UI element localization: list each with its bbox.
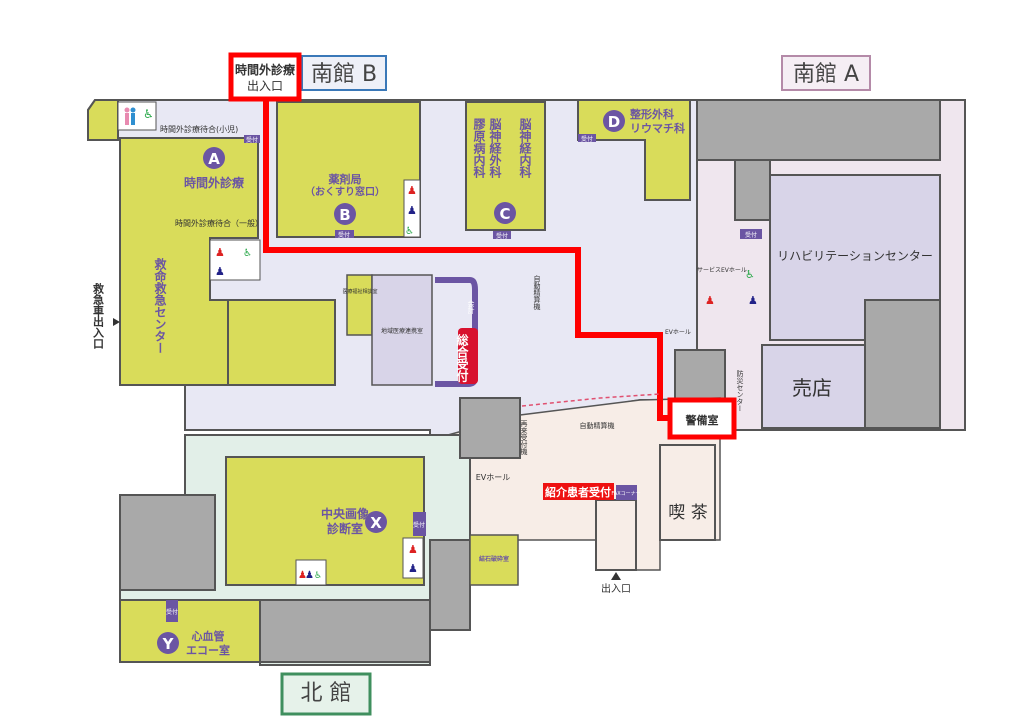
service-ev-label: サービスEVホール [697,266,747,274]
dept-d[interactable]: D 整形外科 リウマチ科 [603,107,685,135]
svg-text:♿: ♿ [243,248,252,259]
svg-text:リウマチ科: リウマチ科 [630,121,685,135]
reception-tags: 受付 受付 受付 受付 受付 受付 受付 [166,134,762,622]
svg-text:Y: Y [162,635,175,653]
cafe-label: 喫 茶 [668,503,707,523]
security-room-box[interactable] [667,397,737,440]
svg-text:薬剤局: 薬剤局 [329,172,362,186]
svg-text:受付: 受付 [745,231,757,239]
svg-text:♟: ♟ [215,265,225,278]
shop-label: 売店 [792,376,832,400]
security-room-label: 警備室 [685,413,719,427]
svg-text:♟: ♟ [407,204,417,217]
svg-text:♿: ♿ [143,107,154,121]
svg-text:受付: 受付 [338,231,350,239]
svg-text:♿: ♿ [405,226,414,237]
after-hours-entrance-label: 時間外診療 [235,62,295,77]
ev-hall2-label: EVホール [665,329,691,336]
svg-text:B: B [339,206,350,224]
north-label-box [280,672,372,716]
svg-text:♟: ♟ [748,294,758,307]
svg-text:A: A [208,150,220,168]
dept-a[interactable]: A 時間外診療 [184,147,244,190]
svg-text:♟: ♟ [305,570,314,581]
svg-text:C: C [499,205,510,223]
ambulance-entrance-label[interactable]: 救急車出入口 [92,282,105,350]
svg-text:受付: 受付 [581,135,593,143]
svg-text:時間外診療: 時間外診療 [184,175,244,190]
svg-text:X: X [370,514,382,532]
south-a-label-box [781,55,871,91]
dept-y-area [119,599,261,663]
svg-text:♟: ♟ [705,294,715,307]
disaster-center-label: 防災センター [736,369,744,412]
after-hours-entrance-label2: 出入口 [247,79,283,93]
waiting-general-label: 時間外診療待合（一般） [175,218,263,228]
svg-text:D: D [608,113,620,131]
dept-y[interactable]: Y 心血管 エコー室 [157,629,230,657]
svg-text:受付: 受付 [246,136,258,144]
route-line [263,98,672,421]
auto-reception-label: 再来受付機 [520,420,528,456]
dept-c[interactable]: 膠原病内科 脳神経外科 脳神経内科 C [472,117,532,224]
lithotripsy-label: 結石破砕室 [479,555,509,563]
svg-text:エコー室: エコー室 [186,643,230,657]
svg-text:脳神経外科: 脳神経外科 [488,117,502,179]
svg-text:膠原病内科: 膠原病内科 [472,118,486,179]
south-a-label: 南館 A [793,62,859,87]
svg-text:♟: ♟ [407,184,417,197]
ev-hall-label: EVホール [476,473,511,482]
dept-x[interactable]: 中央画像 診断室 X [321,506,387,536]
welfare-label: 医療福祉相談室 [342,288,377,295]
svg-text:中央画像: 中央画像 [321,506,370,521]
svg-text:心血管: 心血管 [192,629,225,643]
shop-area [761,344,866,429]
after-hours-entrance-box[interactable] [228,52,302,102]
svg-text:♟: ♟ [408,543,418,556]
referral-reception-label[interactable]: 紹介患者受付 [545,485,611,499]
auto-pay-label: 自動精算機 [580,421,615,430]
auto-payment-vertical-label: 自動精算機 [533,274,541,311]
svg-text:受付: 受付 [413,521,425,529]
general-reception-label[interactable]: 総合受付 [455,333,469,383]
svg-text:診断室: 診断室 [327,521,363,536]
svg-text:整形外科: 整形外科 [629,107,674,121]
svg-text:♟: ♟ [215,246,225,259]
emergency-label: 救命救急センター [153,257,167,354]
svg-text:受付: 受付 [166,608,178,616]
svg-text:脳神経内科: 脳神経内科 [518,117,532,179]
regional-label: 地域医療連携室 [381,327,423,335]
south-b-label-box [301,55,387,91]
north-label: 北 館 [301,681,352,706]
dept-b[interactable]: 薬剤局 （おくすり窓口） B [305,172,385,225]
svg-text:♿: ♿ [745,268,755,281]
svg-text:♟: ♟ [298,570,307,581]
svg-text:♿: ♿ [314,571,322,581]
accounting-label[interactable]: 会計 [467,299,475,315]
fax-corner-label: FAXコーナー [611,491,640,497]
svg-text:受付: 受付 [496,232,508,240]
waiting-child-label: 時間外診療待合(小児) [160,124,238,134]
south-b-label: 南館 B [311,62,377,87]
restroom-icons: ♿ ♟♟♿ ♟♟♿ ♟♟ ♟♟♿ ♿♟♟ [117,101,758,586]
svg-text:♟: ♟ [408,562,418,575]
rehab-label: リハビリテーションセンター [777,249,933,263]
svg-text:（おくすり窓口）: （おくすり窓口） [305,185,385,198]
main-entrance-label[interactable]: 出入口 [601,582,631,595]
